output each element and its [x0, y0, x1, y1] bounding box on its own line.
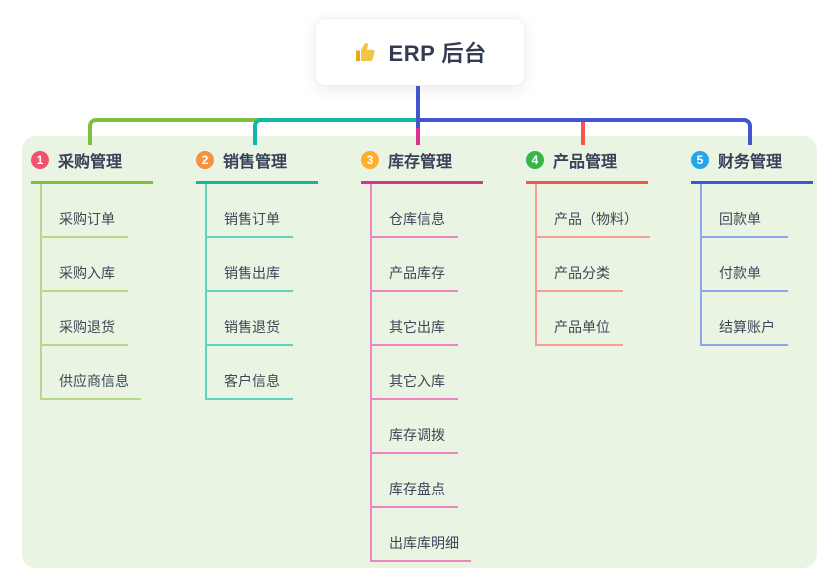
- branch-header-finance[interactable]: 5 财务管理: [691, 148, 813, 184]
- branches-panel: [22, 136, 817, 568]
- child-node[interactable]: 采购入库: [42, 238, 128, 292]
- child-node[interactable]: 销售订单: [207, 184, 293, 238]
- branch-title: 库存管理: [388, 154, 453, 171]
- child-node[interactable]: 产品库存: [372, 238, 458, 292]
- root-stem-line: [416, 83, 420, 128]
- branch-header-sales[interactable]: 2 销售管理: [196, 148, 318, 184]
- connector-line-inventory: [416, 120, 420, 145]
- branch-sales: 2 销售管理 销售订单 销售出库 销售退货 客户信息: [196, 148, 318, 400]
- branch-number-badge: 3: [361, 151, 379, 169]
- branch-product: 4 产品管理 产品（物料） 产品分类 产品单位: [526, 148, 650, 346]
- branch-children-inventory: 仓库信息 产品库存 其它出库 其它入库 库存调拨 库存盘点 出库库明细: [370, 184, 483, 562]
- child-node[interactable]: 产品单位: [537, 292, 623, 346]
- child-node[interactable]: 结算账户: [702, 292, 788, 346]
- child-node[interactable]: 其它出库: [372, 292, 458, 346]
- branch-header-product[interactable]: 4 产品管理: [526, 148, 648, 184]
- root-node[interactable]: ERP 后台: [315, 18, 525, 86]
- connector-line-finance: [418, 118, 752, 145]
- child-node[interactable]: 付款单: [702, 238, 788, 292]
- branch-title: 产品管理: [553, 154, 618, 171]
- branch-title: 销售管理: [223, 154, 288, 171]
- branch-children-purchase: 采购订单 采购入库 采购退货 供应商信息: [40, 184, 153, 400]
- branch-title: 财务管理: [718, 154, 783, 171]
- branch-children-finance: 回款单 付款单 结算账户: [700, 184, 813, 346]
- branch-number-badge: 4: [526, 151, 544, 169]
- child-node[interactable]: 出库库明细: [372, 508, 471, 562]
- connector-line-product: [581, 122, 585, 145]
- child-node[interactable]: 客户信息: [207, 346, 293, 400]
- child-node[interactable]: 销售退货: [207, 292, 293, 346]
- branch-header-inventory[interactable]: 3 库存管理: [361, 148, 483, 184]
- branch-number-badge: 5: [691, 151, 709, 169]
- branch-inventory: 3 库存管理 仓库信息 产品库存 其它出库 其它入库 库存调拨 库存盘点 出库库…: [361, 148, 483, 562]
- child-node[interactable]: 仓库信息: [372, 184, 458, 238]
- branch-number-badge: 1: [31, 151, 49, 169]
- branch-purchase: 1 采购管理 采购订单 采购入库 采购退货 供应商信息: [31, 148, 153, 400]
- root-label: ERP 后台: [388, 41, 487, 66]
- branch-finance: 5 财务管理 回款单 付款单 结算账户: [691, 148, 813, 346]
- child-node[interactable]: 产品分类: [537, 238, 623, 292]
- child-node[interactable]: 回款单: [702, 184, 788, 238]
- child-node[interactable]: 库存调拨: [372, 400, 458, 454]
- child-node[interactable]: 采购订单: [42, 184, 128, 238]
- child-node[interactable]: 库存盘点: [372, 454, 458, 508]
- branch-header-purchase[interactable]: 1 采购管理: [31, 148, 153, 184]
- branch-number-badge: 2: [196, 151, 214, 169]
- child-node[interactable]: 产品（物料）: [537, 184, 650, 238]
- child-node[interactable]: 销售出库: [207, 238, 293, 292]
- branch-children-sales: 销售订单 销售出库 销售退货 客户信息: [205, 184, 318, 400]
- thumbs-up-icon: [355, 42, 375, 61]
- branch-children-product: 产品（物料） 产品分类 产品单位: [535, 184, 650, 346]
- child-node[interactable]: 供应商信息: [42, 346, 141, 400]
- connector-line-sales: [253, 118, 420, 145]
- branch-title: 采购管理: [58, 154, 123, 171]
- child-node[interactable]: 采购退货: [42, 292, 128, 346]
- child-node[interactable]: 其它入库: [372, 346, 458, 400]
